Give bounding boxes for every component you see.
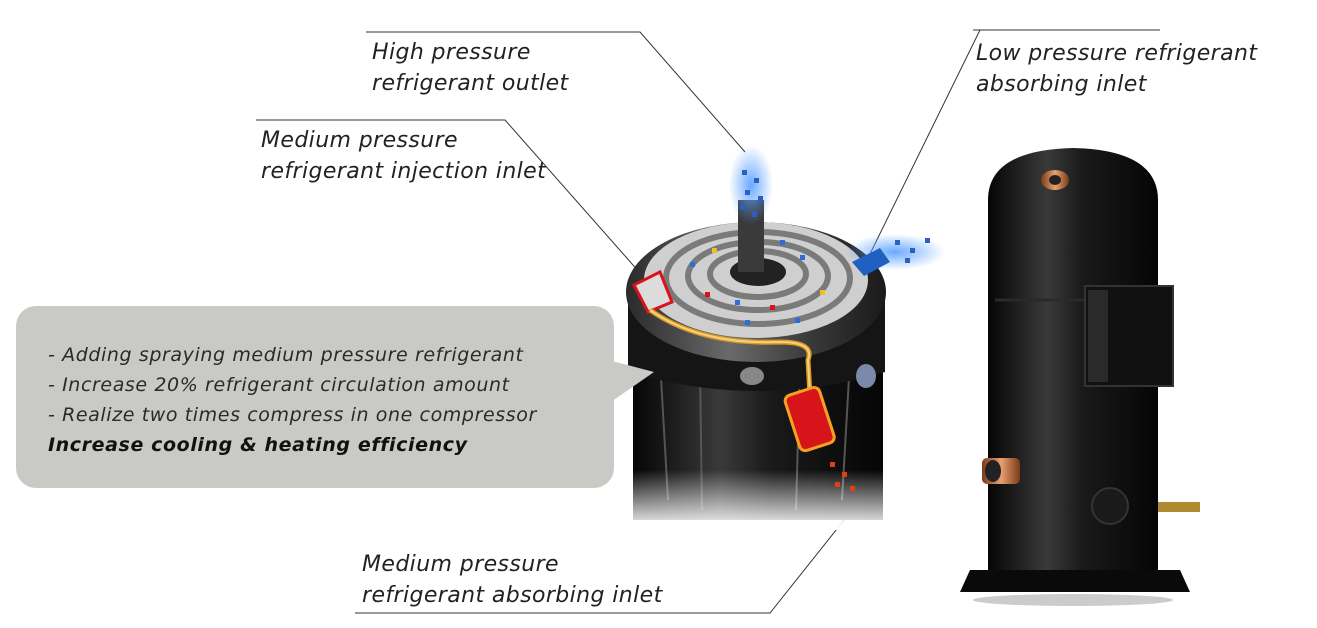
- leader-line-high-pressure: [366, 31, 746, 153]
- label-medium-pressure-absorbing: Medium pressure refrigerant absorbing in…: [362, 549, 663, 611]
- high-pressure-spray: [740, 170, 763, 217]
- label-line: High pressure: [372, 40, 531, 65]
- label-high-pressure-outlet: High pressure refrigerant outlet: [372, 37, 569, 99]
- compressor-exterior: [960, 148, 1200, 606]
- cutaway-compressor: [626, 145, 945, 530]
- callout-text: - Adding spraying medium pressure refrig…: [48, 340, 537, 460]
- label-line: refrigerant injection inlet: [261, 159, 547, 184]
- leader-line-medium-injection: [256, 119, 649, 283]
- callout-bullet: - Adding spraying medium pressure refrig…: [48, 344, 524, 366]
- label-medium-pressure-injection: Medium pressure refrigerant injection in…: [261, 125, 546, 187]
- low-pressure-spray: [895, 238, 930, 263]
- label-line: Medium pressure: [261, 128, 458, 153]
- label-line: absorbing inlet: [976, 72, 1147, 97]
- medium-pressure-spray: [830, 462, 855, 491]
- callout-bullet: - Increase 20% refrigerant circulation a…: [48, 374, 510, 396]
- scroll-refrigerant-dots: [690, 240, 825, 325]
- leader-line-low-pressure-diag: [867, 29, 981, 259]
- label-line: Medium pressure: [362, 552, 559, 577]
- label-low-pressure-inlet: Low pressure refrigerant absorbing inlet: [976, 38, 1257, 100]
- callout-conclusion: Increase cooling & heating efficiency: [48, 434, 468, 456]
- label-line: refrigerant absorbing inlet: [362, 583, 663, 608]
- label-line: Low pressure refrigerant: [976, 41, 1258, 66]
- leader-lines: [256, 29, 1160, 614]
- leader-line-medium-absorbing: [355, 489, 869, 614]
- label-line: refrigerant outlet: [372, 71, 569, 96]
- callout-bullet: - Realize two times compress in one comp…: [48, 404, 537, 426]
- callout-pointer: [608, 360, 654, 404]
- callout-box: [16, 306, 614, 488]
